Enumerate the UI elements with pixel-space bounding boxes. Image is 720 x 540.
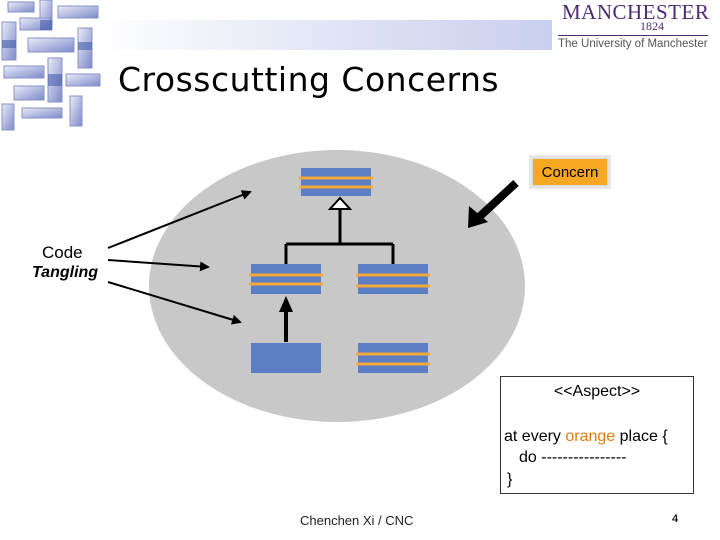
logo-year: 1824 [640, 19, 664, 33]
concern-pointer-arrow [468, 180, 519, 228]
concern-legend-box: Concern [532, 158, 608, 186]
code-label: Code [42, 243, 83, 262]
concern-label: Concern [541, 164, 599, 181]
class-box-mid-left [249, 264, 323, 294]
logo-rule [558, 35, 708, 36]
logo-subtitle: The University of Manchester [558, 38, 708, 50]
concern-ellipse [149, 150, 525, 422]
aspect-box: <<Aspect>> at every orange place { do --… [500, 376, 694, 494]
logo-name: MANCHESTER [562, 0, 710, 24]
aspect-line-1: at every orange place { [504, 428, 668, 446]
tangling-arrows [107, 190, 252, 325]
slide-title: Crosscutting Concerns [118, 60, 500, 99]
class-box-top [299, 168, 373, 196]
aspect-line-1-suffix: place { [615, 428, 668, 445]
class-box-bottom-right [356, 343, 430, 373]
aspect-line-1-prefix: at every [504, 428, 566, 445]
aspect-orange-word: orange [565, 428, 616, 445]
aspect-line-2: do ---------------- [519, 449, 627, 466]
up-arrow [279, 296, 293, 342]
footer-author: Chenchen Xi / CNC [300, 513, 414, 528]
inheritance-triangle [327, 196, 353, 210]
university-logo: MANCHESTER 1824 The University of Manche… [552, 0, 712, 56]
aspect-line-3: } [507, 471, 513, 488]
page-number: 4 [672, 513, 679, 525]
class-box-mid-right [356, 264, 430, 294]
tangling-label: Tangling [32, 264, 99, 281]
class-box-bottom-left [251, 343, 321, 373]
hierarchy-connectors [284, 208, 395, 264]
aspect-stereotype: <<Aspect>> [553, 383, 641, 400]
cube-pattern-logo [1, 0, 101, 131]
